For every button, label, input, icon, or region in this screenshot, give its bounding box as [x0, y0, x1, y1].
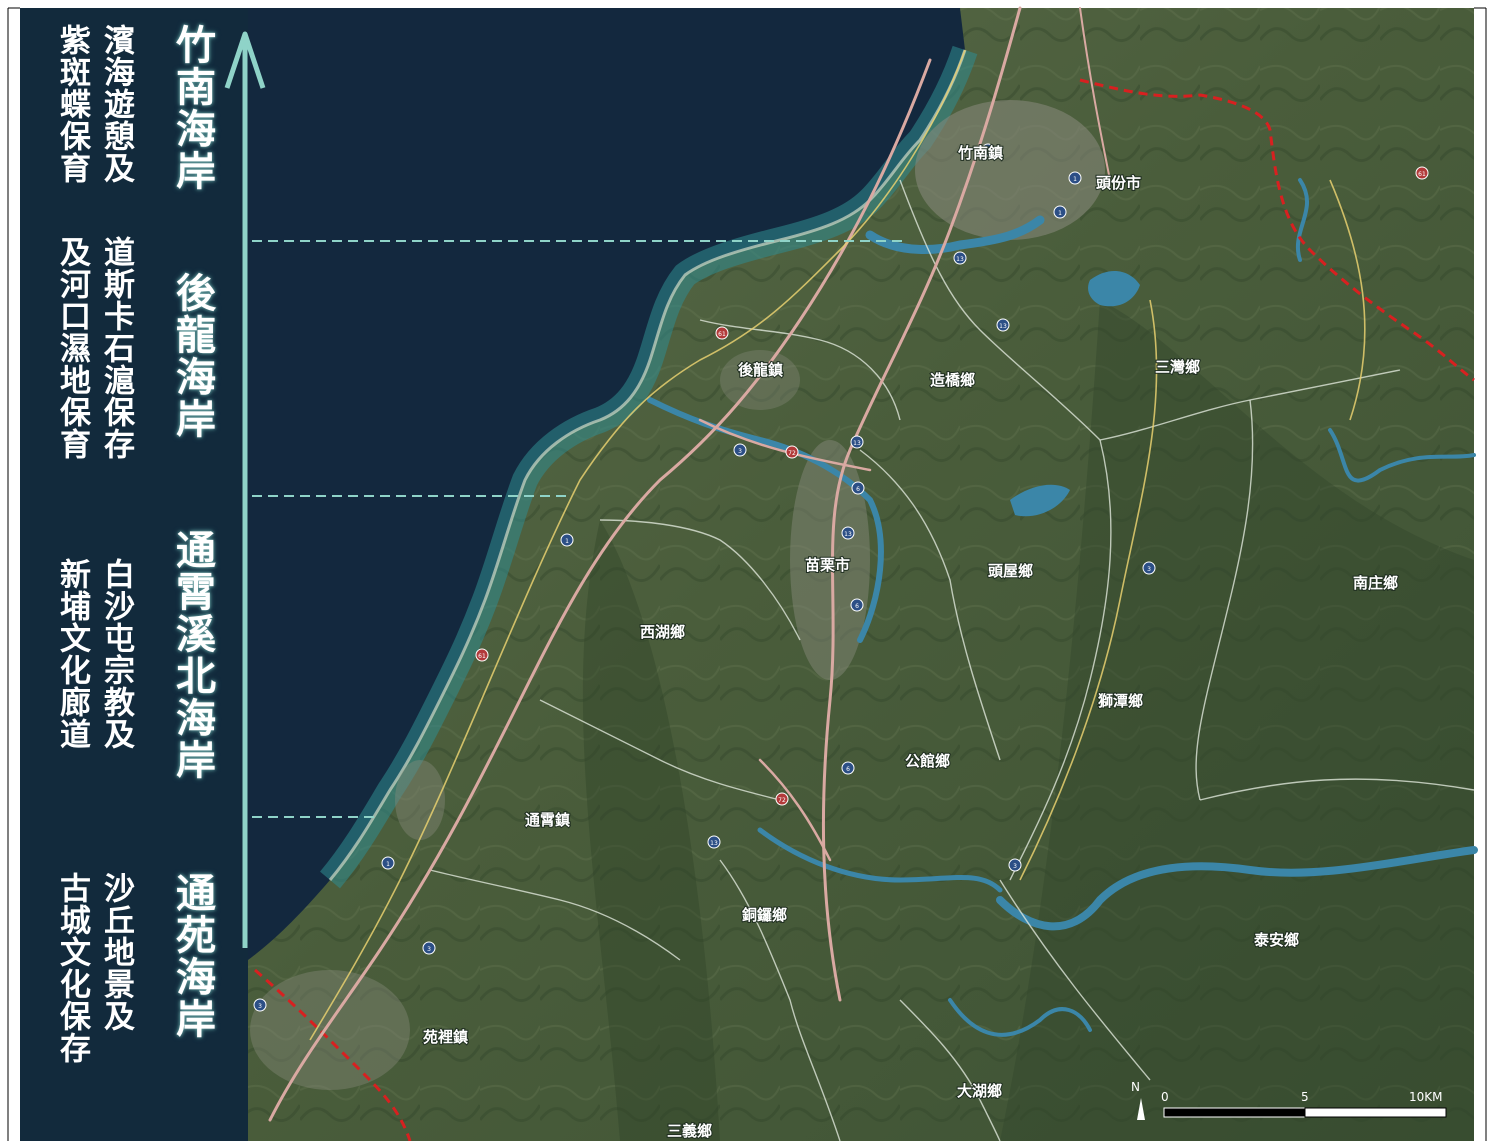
zone-title-tongyuan: 通苑海岸 [169, 872, 215, 1040]
road-shield: 13 [850, 435, 864, 449]
scale-end: 10KM [1409, 1090, 1443, 1104]
road-shield-label: 13 [844, 531, 852, 538]
road-shield-label: 13 [984, 148, 992, 155]
place-label-touwu: 頭屋鄉 [988, 562, 1033, 580]
north-label: N [1131, 1080, 1140, 1094]
road-shield-label: 6 [856, 486, 860, 493]
place-label-yuanli: 苑裡鎮 [423, 1028, 468, 1046]
road-shield: 72 [785, 445, 799, 459]
road-shield-label: 72 [788, 450, 796, 457]
road-shield: 3 [253, 998, 267, 1012]
place-label-toufen: 頭份市 [1096, 174, 1141, 192]
road-shield-label: 61 [718, 331, 726, 338]
zone-title-houlong: 後龍海岸 [169, 272, 215, 440]
road-shield-label: 72 [778, 797, 786, 804]
road-shield-label: 13 [710, 840, 718, 847]
zone-note-houlong-col2: 及河口濕地保育 [54, 236, 90, 460]
road-shield: 3 [422, 941, 436, 955]
zone-note-zhunan-col1: 濱海遊憩及 [98, 24, 134, 184]
scale-zero: 0 [1161, 1090, 1169, 1104]
road-shield-label: 3 [427, 946, 431, 953]
road-shield-label: 1 [386, 861, 390, 868]
road-shield: 13 [707, 835, 721, 849]
place-label-zhunan: 竹南鎮 [957, 144, 1003, 162]
road-shield-label: 1 [1058, 210, 1062, 217]
road-shield-label: 61 [1418, 171, 1426, 178]
place-label-sanyi: 三義鄉 [667, 1122, 712, 1140]
up-arrow-icon [224, 31, 266, 948]
road-shield: 3 [1008, 858, 1022, 872]
road-shield-label: 3 [1147, 566, 1151, 573]
road-shield-label: 3 [258, 1003, 262, 1010]
zone-note-tongyuan-col1: 沙丘地景及 [98, 872, 134, 1032]
road-shield: 13 [996, 318, 1010, 332]
road-shield-label: 61 [478, 653, 486, 660]
place-labels: 竹南鎮 頭份市 後龍鎮 造橋鄉 三灣鄉 苗栗市 頭屋鄉 南庄鄉 西湖鄉 獅潭鄉 … [422, 143, 1399, 1141]
place-label-gongguan: 公館鄉 [905, 752, 950, 770]
place-label-tongxiao: 通霄鎮 [525, 811, 570, 829]
road-shield: 61 [715, 326, 729, 340]
place-label-nanzhuang: 南庄鄉 [1353, 574, 1398, 592]
road-shield: 1 [560, 533, 574, 547]
road-shield: 13 [953, 251, 967, 265]
road-shield-label: 13 [956, 256, 964, 263]
zone-note-tongxiao-col2: 新埔文化廊道 [54, 558, 90, 750]
road-shield-label: 6 [846, 766, 850, 773]
road-shield: 1 [1053, 205, 1067, 219]
zone-note-tongxiao-col1: 白沙屯宗教及 [98, 558, 134, 750]
legend-panel [20, 8, 248, 1141]
zone-note-zhunan-col2: 紫斑蝶保育 [54, 24, 90, 184]
road-shield-label: 3 [738, 448, 742, 455]
roads [268, 6, 1111, 1122]
road-shield-label: 13 [999, 323, 1007, 330]
place-label-sanwan: 三灣鄉 [1155, 358, 1200, 376]
place-label-dahu: 大湖鄉 [957, 1082, 1002, 1100]
scale-mid: 5 [1301, 1090, 1309, 1104]
road-shield: 6 [841, 761, 855, 775]
rivers [647, 178, 1478, 1037]
road-shield: 3 [1142, 561, 1156, 575]
township-boundaries [429, 179, 1475, 1141]
scale-bar: N 0 5 10KM [1131, 1080, 1447, 1120]
road-shield: 72 [775, 792, 789, 806]
zone-note-houlong-col1: 道斯卡石滬保存 [98, 236, 134, 460]
place-label-houlong: 後龍鎮 [737, 361, 783, 379]
road-shield-label: 6 [855, 603, 859, 610]
zone-note-tongyuan-col2: 古城文化保存 [54, 872, 90, 1064]
road-shield: 13 [981, 143, 995, 157]
road-shield-label: 13 [853, 440, 861, 447]
place-label-zaoqiao: 造橋鄉 [930, 371, 975, 389]
zone-title-tongxiao-north: 通霄溪北海岸 [169, 529, 215, 781]
road-shield-label: 1 [1073, 176, 1077, 183]
road-shield: 61 [475, 648, 489, 662]
place-label-shitan: 獅潭鄉 [1097, 692, 1143, 710]
zone-title-zhunan: 竹南海岸 [169, 24, 215, 192]
zone-separators [252, 240, 905, 818]
place-label-xihu: 西湖鄉 [640, 623, 685, 641]
north-arrow-icon [1137, 1098, 1145, 1120]
road-shield: 1 [1068, 171, 1082, 185]
road-shield: 3 [733, 443, 747, 457]
road-shield: 6 [850, 598, 864, 612]
place-label-tongluo: 銅鑼鄉 [742, 906, 787, 924]
road-shield: 1 [381, 856, 395, 870]
place-label-miaoli: 苗栗市 [805, 556, 850, 574]
road-shield: 13 [841, 526, 855, 540]
road-shield-label: 3 [1013, 863, 1017, 870]
road-shield-label: 1 [565, 538, 569, 545]
place-label-taian: 泰安鄉 [1253, 931, 1299, 949]
road-shield: 6 [851, 481, 865, 495]
road-shield: 61 [1415, 166, 1429, 180]
